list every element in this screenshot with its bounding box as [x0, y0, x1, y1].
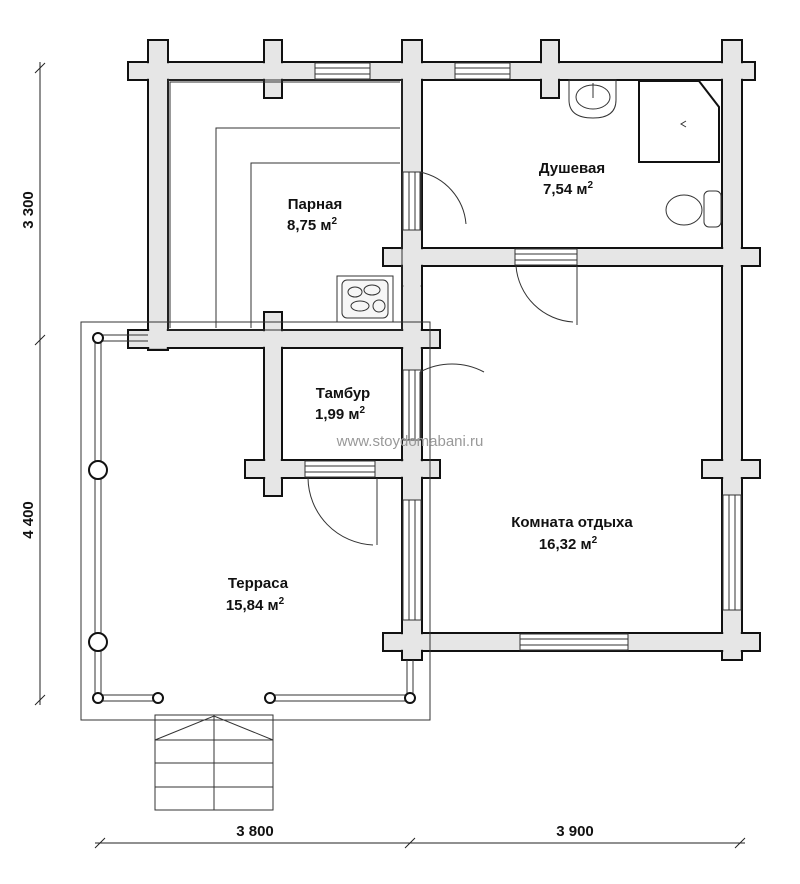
sauna-stove — [336, 275, 394, 323]
dimension-left-top: 3 300 — [20, 191, 37, 229]
room-label-dushevaya: Душевая 7,54 м2 — [539, 160, 605, 198]
dimension-bottom-left: 3 800 — [236, 823, 274, 840]
watermark: www.stoydomabani.ru — [336, 433, 484, 450]
dimension-lines — [34, 62, 746, 849]
dimension-left-bottom: 4 400 — [20, 501, 37, 539]
toilet — [665, 190, 722, 228]
svg-text:Душевая: Душевая — [539, 160, 605, 177]
doors — [307, 171, 578, 546]
sauna-benches — [167, 79, 403, 331]
svg-text:Парная: Парная — [288, 196, 342, 213]
room-label-tambur: Тамбур 1,99 м2 — [315, 385, 370, 423]
room-label-parnaya: Парная 8,75 м2 — [287, 196, 342, 234]
stairs — [154, 714, 274, 811]
terrace-posts — [88, 332, 416, 704]
svg-text:15,84 м2: 15,84 м2 — [226, 596, 285, 614]
dimension-bottom-right: 3 900 — [556, 823, 594, 840]
svg-text:Терраса: Терраса — [228, 575, 289, 592]
room-label-terrasa: Терраса 15,84 м2 — [226, 575, 289, 614]
shower-cabin — [638, 80, 720, 163]
room-label-komnata: Комната отдыха 16,32 м2 — [511, 514, 633, 553]
svg-text:Комната отдыха: Комната отдыха — [511, 514, 633, 531]
svg-text:7,54 м2: 7,54 м2 — [543, 180, 593, 198]
terrace-outline — [80, 321, 431, 721]
svg-text:Тамбур: Тамбур — [316, 385, 370, 402]
sink — [568, 79, 617, 119]
svg-text:8,75 м2: 8,75 м2 — [287, 216, 337, 234]
log-walls — [127, 39, 761, 661]
svg-text:16,32 м2: 16,32 м2 — [539, 535, 598, 553]
svg-text:1,99 м2: 1,99 м2 — [315, 405, 365, 423]
